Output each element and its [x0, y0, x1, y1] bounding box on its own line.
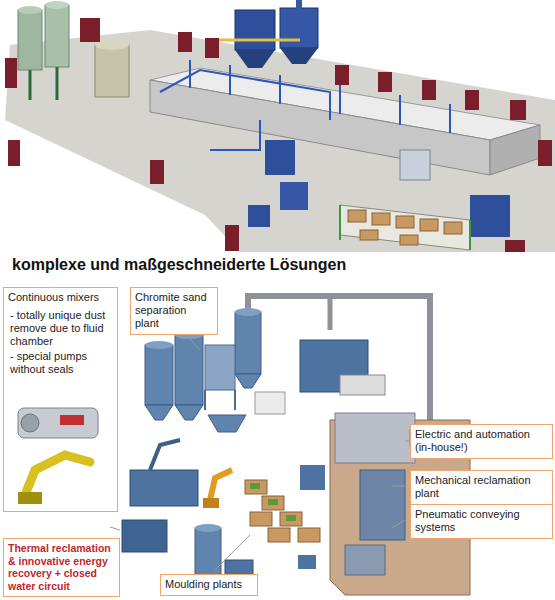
- furnace-end: [490, 125, 540, 175]
- callout-text: Continuous mixers: [8, 291, 113, 304]
- silo-top: [45, 1, 69, 9]
- callout-box: Moulding plants: [160, 574, 258, 596]
- callout-box: Thermal reclamation & innovative energy …: [3, 538, 120, 597]
- robot-detail: [25, 455, 90, 495]
- robot: [210, 470, 232, 500]
- tank: [95, 45, 129, 97]
- tank-top: [95, 40, 129, 50]
- box: [255, 392, 285, 414]
- reclamation-housing: [335, 413, 415, 463]
- silo-top: [18, 6, 42, 14]
- silo: [45, 5, 69, 67]
- duct: [328, 296, 333, 330]
- legs: [205, 390, 235, 410]
- hopper: [280, 48, 318, 64]
- callout-box: Continuous mixers - totally unique dust r…: [3, 287, 118, 512]
- silo: [18, 10, 42, 70]
- callout-text: Thermal reclamation & innovative energy …: [8, 542, 115, 592]
- callout-text: - totally unique dust remove due to flui…: [10, 309, 113, 348]
- robot-base: [203, 498, 219, 508]
- frame: [340, 205, 470, 250]
- callout-text: Mechanical reclamation plant: [415, 474, 548, 500]
- pallets: [348, 210, 462, 245]
- unit: [300, 465, 325, 490]
- heading: komplexe und maßgeschneiderte Lösungen: [12, 256, 346, 274]
- leader-lines: [110, 328, 418, 570]
- duct: [248, 296, 430, 420]
- callout-box: Chromite sand separation plant: [130, 287, 218, 335]
- unit: [280, 182, 308, 210]
- callout-box: Electric and automation (in-house!): [410, 424, 553, 459]
- furnace-side: [150, 80, 490, 175]
- duct: [210, 40, 300, 55]
- dust-collector: [280, 8, 318, 48]
- callout-text: - special pumps without seals: [10, 350, 113, 376]
- mould-cores: [250, 483, 296, 521]
- robot-detail-base: [18, 492, 42, 504]
- floor: [5, 30, 555, 252]
- blue-frames: [160, 60, 450, 150]
- pallet-line: [340, 205, 470, 250]
- unit: [265, 140, 295, 175]
- callout-text: Electric and automation (in-house!): [415, 428, 548, 454]
- callout-text: Pneumatic conveying systems: [415, 508, 548, 534]
- mixer-table: [130, 470, 198, 506]
- machine-base: [345, 545, 385, 575]
- unit: [470, 195, 510, 237]
- reclamation-machine: [360, 470, 405, 540]
- wall-panels: [5, 18, 552, 252]
- unit: [248, 205, 270, 227]
- silo-top: [195, 524, 221, 532]
- mixer-badge: [60, 415, 84, 425]
- separation-plant: [205, 345, 235, 390]
- stack: [296, 0, 302, 10]
- callout-box: Mechanical reclamation plant: [410, 470, 553, 505]
- hopper: [235, 50, 275, 68]
- mixer-arm: [150, 440, 180, 470]
- callout-text: Chromite sand separation plant: [135, 291, 213, 330]
- callout-text: Moulding plants: [165, 578, 253, 591]
- silo: [195, 528, 221, 580]
- stairs: [340, 375, 385, 395]
- dust-collector: [235, 10, 275, 50]
- cabinet: [400, 150, 430, 180]
- thermal-unit: [122, 520, 167, 552]
- leg: [29, 70, 32, 100]
- mixer-detail: [18, 408, 98, 438]
- unit: [298, 555, 316, 569]
- leg: [56, 67, 59, 100]
- callout-box: Pneumatic conveying systems: [410, 504, 553, 539]
- mixer-end: [21, 414, 39, 432]
- hopper: [208, 415, 246, 432]
